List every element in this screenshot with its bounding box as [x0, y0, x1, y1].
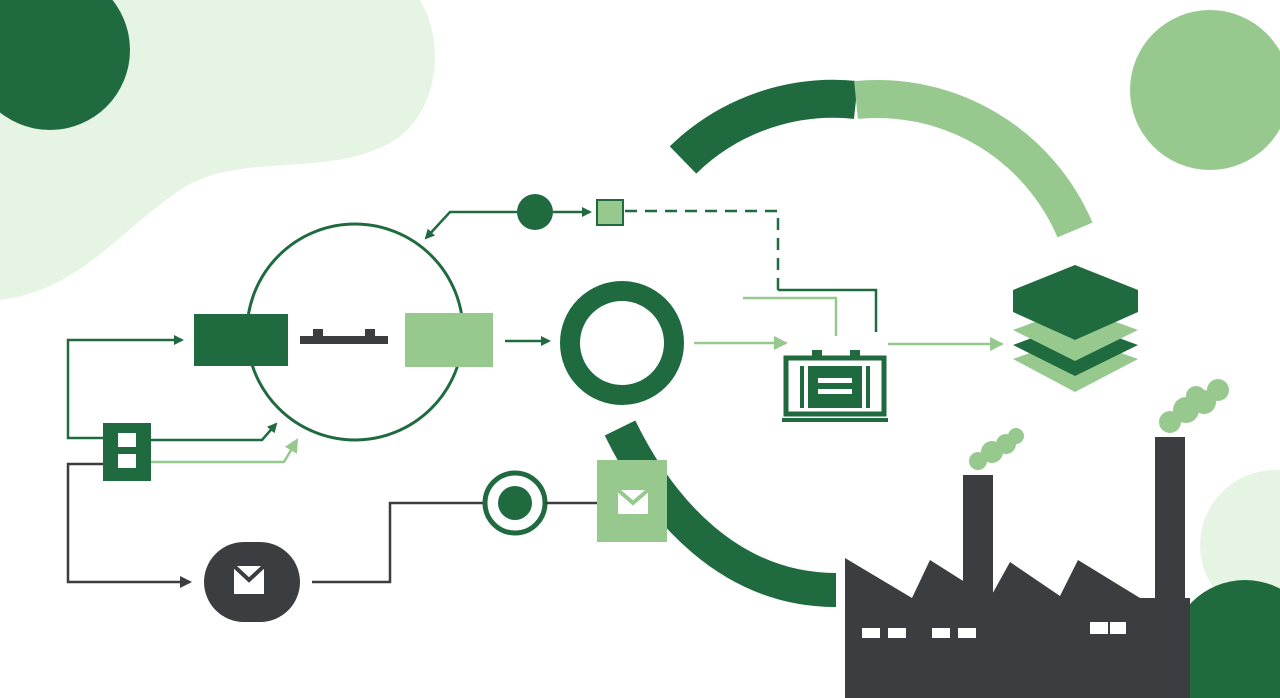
smoke-cloud-icon	[1159, 379, 1229, 433]
background-circle-top-right	[1130, 10, 1280, 170]
background-circle-top-left	[0, 0, 130, 130]
factory-icon	[845, 437, 1190, 698]
ring-node	[560, 281, 684, 405]
layers-stack-icon	[1013, 265, 1138, 392]
battery-icon	[782, 350, 888, 422]
smoke-cloud-icon	[969, 428, 1024, 470]
small-battery-node	[103, 423, 151, 481]
dashed-connector	[625, 209, 780, 290]
bottom-arc	[604, 420, 837, 607]
top-node-dot	[517, 194, 553, 230]
background-circle-bottom-right	[1170, 580, 1280, 698]
connector-envelope-to-target	[312, 501, 486, 584]
connector-to-battery-light	[743, 296, 838, 336]
connector-node-to-envelope	[66, 462, 192, 588]
dark-process-block	[194, 314, 288, 366]
connector-node-to-circle-dark	[151, 422, 278, 442]
top-arc-light-segment	[854, 79, 1093, 238]
target-node	[482, 470, 548, 536]
factory-windows	[862, 622, 1126, 638]
top-arc-dark-segment	[669, 79, 859, 174]
connector-node-to-circle-light	[151, 438, 299, 464]
connector-left-to-dark-block	[66, 335, 184, 440]
top-node-square	[596, 199, 624, 226]
connector-dot-to-circle	[424, 210, 518, 240]
connector-to-battery-dark	[778, 288, 878, 332]
envelope-icon	[616, 488, 650, 514]
connector-bar-icon	[300, 329, 388, 344]
envelope-icon	[232, 564, 266, 594]
light-process-block	[405, 313, 493, 367]
